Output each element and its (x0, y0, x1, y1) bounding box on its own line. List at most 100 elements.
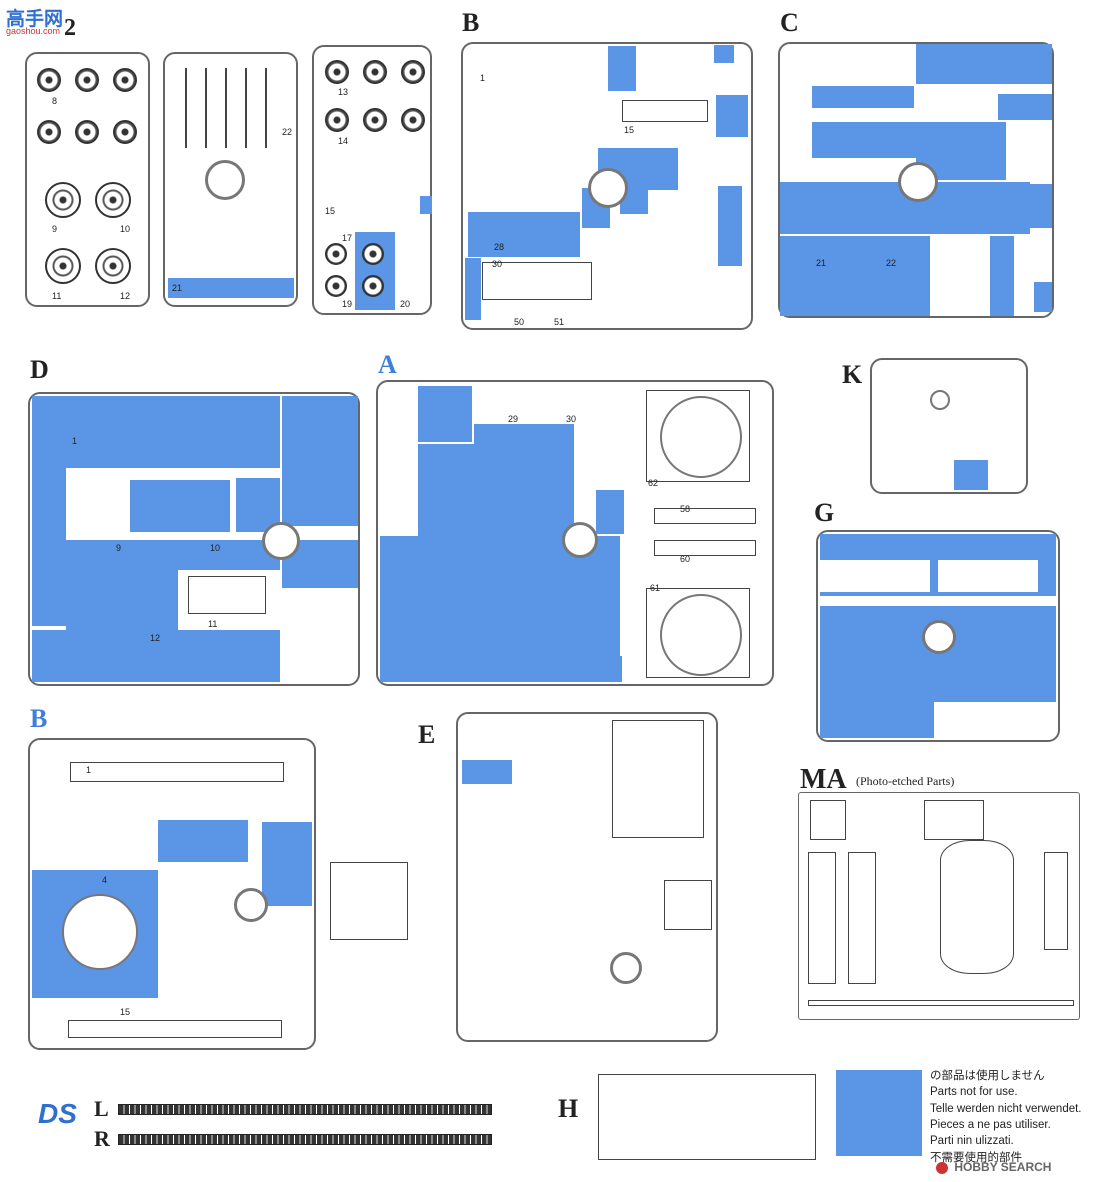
unused-parts-block (418, 444, 474, 536)
part-h-hull-bottom (598, 1074, 816, 1160)
pe-strip (808, 1000, 1074, 1006)
part-chassis (482, 262, 592, 300)
legend-line: Parts not for use. (930, 1086, 1018, 1099)
sprue-k (870, 358, 1028, 494)
unused-parts-block (462, 760, 512, 784)
part-number: 15 (624, 125, 635, 135)
road-wheel (325, 60, 349, 84)
road-wheel (363, 108, 387, 132)
pe-mesh-strip (848, 852, 876, 984)
unused-parts-block (716, 95, 748, 137)
part-hatch (664, 880, 712, 930)
unused-parts-block (66, 446, 280, 468)
part-number: 10 (120, 224, 131, 234)
sprue-label-a: A (378, 350, 397, 379)
part-number: 28 (494, 242, 505, 252)
drive-sprocket (45, 182, 81, 218)
unused-parts-block (465, 258, 481, 320)
legend-line: 不需要使用的部件 (930, 1151, 1022, 1164)
unused-parts-block (812, 122, 916, 158)
unused-parts-block (1018, 184, 1052, 228)
part-turret-ring (660, 594, 742, 676)
part-number: 11 (208, 619, 218, 629)
part-number: 61 (650, 583, 661, 593)
watermark-brand: HOBBY SEARCH (954, 1160, 1052, 1174)
unused-parts-block (66, 540, 280, 570)
road-wheel (362, 243, 384, 265)
part-number: 62 (648, 478, 659, 488)
road-wheel (37, 120, 61, 144)
road-wheel (113, 68, 137, 92)
part-number: 8 (52, 96, 58, 106)
road-wheel (325, 243, 347, 265)
part-number: 15 (325, 206, 336, 216)
unused-parts-block (812, 86, 914, 108)
road-wheel (113, 120, 137, 144)
part-number: 19 (342, 299, 353, 309)
part-number: 1 (72, 436, 78, 446)
hobby-search-watermark: HOBBY SEARCH (936, 1160, 1051, 1174)
sprue-hub-ring (234, 888, 268, 922)
sprue-label-g: G (814, 498, 835, 527)
axle-rod (185, 68, 187, 148)
unused-parts-block (380, 536, 620, 682)
unused-parts-strip (168, 278, 294, 298)
sprue-hub-ring (922, 620, 956, 654)
part-number: 21 (172, 283, 183, 293)
legend-lines: の部品は使用しません Parts not for use. Telle werd… (930, 1068, 1090, 1166)
part-number: 50 (514, 317, 525, 327)
part-number: 51 (554, 317, 565, 327)
track-r (118, 1134, 492, 1145)
sprue-label-b-bottom: B (30, 704, 48, 733)
track-l (118, 1104, 492, 1115)
part-number: 21 (816, 258, 827, 268)
unused-parts-block (820, 702, 934, 738)
part-number: 20 (400, 299, 411, 309)
part-number: 30 (492, 259, 503, 269)
part-number: 30 (566, 414, 577, 424)
unused-parts-block (780, 236, 930, 316)
unused-parts-block (130, 480, 230, 532)
unused-parts-block (998, 94, 1052, 120)
part-number: 15 (120, 1007, 131, 1017)
part-number: 13 (338, 87, 349, 97)
road-wheel (325, 108, 349, 132)
unused-parts-block (158, 820, 248, 862)
part-number: 22 (886, 258, 897, 268)
idler-wheel (95, 182, 131, 218)
part-number: 12 (150, 633, 161, 643)
part-number: 9 (116, 543, 122, 553)
part-number: 12 (120, 291, 131, 301)
pe-grille (810, 800, 846, 840)
sprue-hub-ring (205, 160, 245, 200)
sprue-label-ma: MA (800, 764, 847, 795)
part-number: 1 (480, 73, 486, 83)
sprue-label-e: E (418, 720, 436, 749)
sprue-hub-ring (562, 522, 598, 558)
part-hull-frame (70, 762, 284, 782)
road-wheel (75, 120, 99, 144)
axle-rod (225, 68, 227, 148)
unused-parts-block (990, 236, 1014, 316)
unused-part-tag (420, 196, 432, 214)
pe-grille (924, 800, 984, 840)
part-label-h: H (558, 1094, 579, 1123)
road-wheel (325, 275, 347, 297)
road-wheel (37, 68, 61, 92)
part-frame (622, 100, 708, 122)
unused-parts-block (596, 490, 624, 534)
road-wheel (363, 60, 387, 84)
part-number: 10 (210, 543, 221, 553)
idler-wheel (95, 248, 131, 284)
part-hatch (330, 862, 408, 940)
pe-strip (1044, 852, 1068, 950)
part-number: 22 (282, 127, 293, 137)
axle-rod (265, 68, 267, 148)
sprue-label-d: D (30, 355, 49, 384)
track-label-l: L (94, 1096, 109, 1121)
sprue-hub-ring (898, 162, 938, 202)
unused-parts-block (1034, 282, 1052, 312)
top-left-sprue-number: 2 (64, 15, 76, 41)
part-hull-frame (68, 1020, 282, 1038)
unused-parts-block (32, 630, 280, 682)
